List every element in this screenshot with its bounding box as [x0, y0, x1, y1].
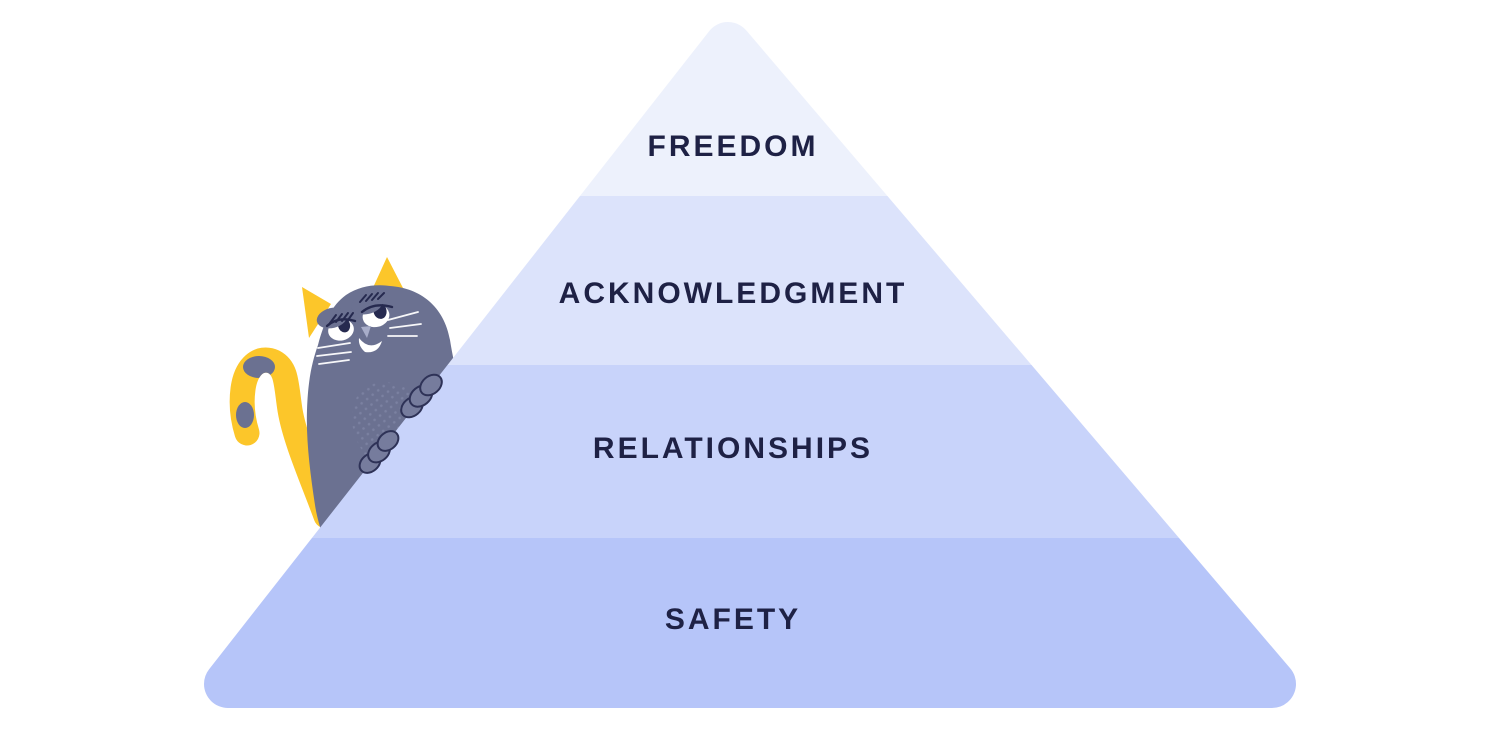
- cat-paw-lower: [358, 430, 400, 474]
- pyramid-level-relationships: [140, 365, 1360, 538]
- cat-paw-upper: [400, 373, 443, 419]
- pyramid-level-safety: [140, 538, 1360, 737]
- pyramid-shape: [140, 0, 1360, 737]
- pyramid-level-acknowledgment: [140, 196, 1360, 365]
- pyramid-level-freedom: [140, 0, 1360, 196]
